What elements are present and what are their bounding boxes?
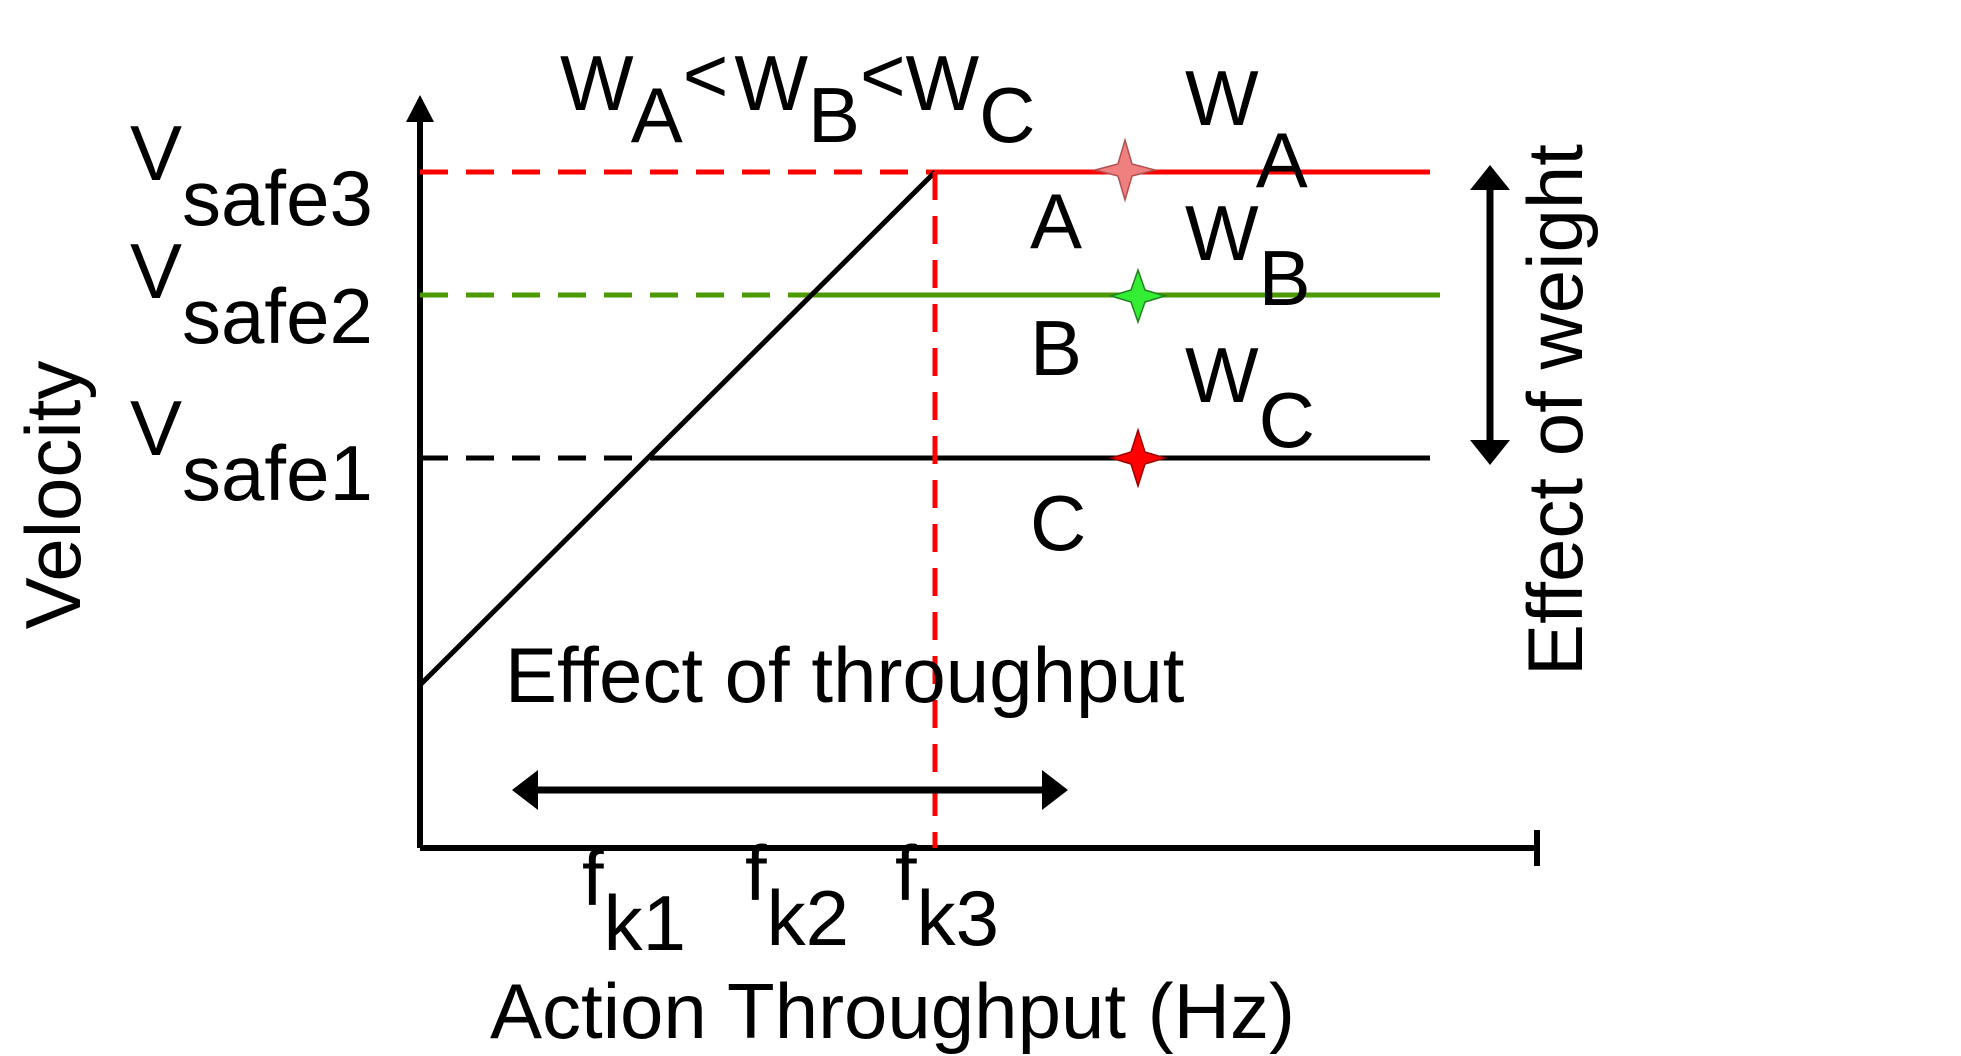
velocity-throughput-line — [418, 170, 937, 687]
fk2-label: fk2 — [745, 829, 849, 962]
y-axis-arrowhead — [406, 95, 434, 122]
weight-effect-label: Effect of weight — [1511, 144, 1599, 676]
x-axis-label: Action Throughput (Hz) — [490, 967, 1295, 1055]
fk1-label: fk1 — [582, 834, 686, 967]
vsafe1-label: Vsafe1 — [130, 384, 373, 517]
vsafe2-label: Vsafe2 — [130, 227, 373, 360]
weight-label-b: WB — [1185, 189, 1311, 322]
weight-effect-arrow — [1470, 165, 1510, 465]
throughput-effect-label: Effect of throughput — [505, 631, 1185, 719]
weight-label-a: WA — [1185, 54, 1308, 204]
axes — [417, 100, 1540, 866]
point-label-c: C — [1030, 479, 1086, 567]
y-axis-label: Velocity — [9, 361, 97, 630]
weight-label-c: WC — [1185, 331, 1315, 464]
fk3-label: fk3 — [895, 829, 999, 962]
star-a — [1092, 137, 1158, 203]
weight-order-title: WA<WB<WC — [560, 31, 1036, 159]
velocity-level-labels: Vsafe3 Vsafe2 Vsafe1 — [130, 109, 373, 517]
point-label-a: A — [1030, 177, 1082, 265]
point-label-b: B — [1030, 304, 1082, 392]
vsafe3-label: Vsafe3 — [130, 109, 373, 242]
star-c — [1108, 427, 1168, 489]
throughput-effect-arrow — [512, 770, 1068, 810]
star-b — [1108, 267, 1168, 325]
